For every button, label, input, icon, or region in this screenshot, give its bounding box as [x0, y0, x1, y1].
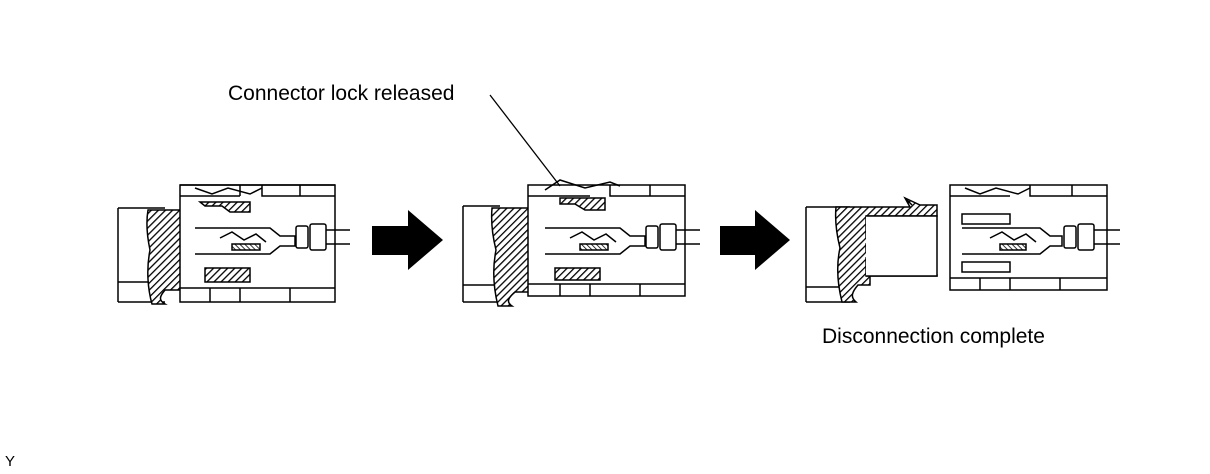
stage-1-connected	[117, 184, 350, 305]
male-housing	[949, 184, 1108, 291]
stage-3-disconnected	[805, 184, 1120, 303]
arrow-right-2	[720, 210, 790, 270]
callout-disconnection-complete: Disconnection complete	[822, 325, 1045, 348]
figure-code: Y	[5, 453, 16, 470]
callout-lock-released: Connector lock released	[228, 82, 455, 105]
stage-2-lock-released	[462, 179, 700, 307]
arrow-right-1	[372, 210, 443, 270]
male-housing	[527, 184, 686, 297]
callout-leader-line	[489, 94, 561, 187]
